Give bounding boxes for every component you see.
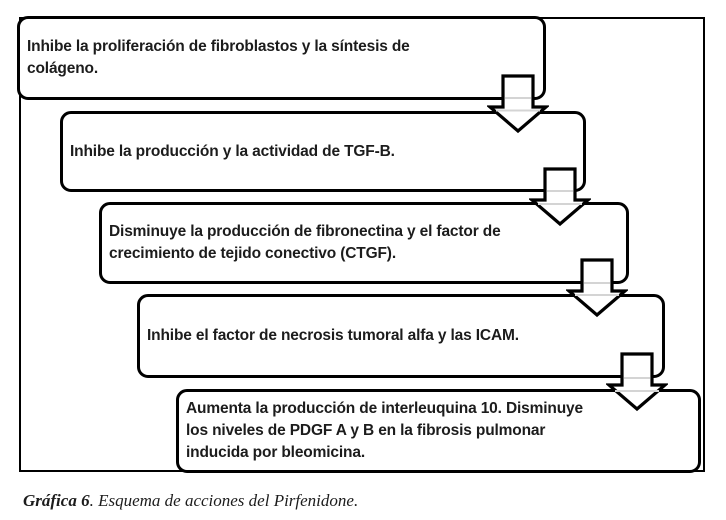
down-arrow-icon (606, 352, 668, 412)
flow-box-1-text: Inhibe la proliferación de fibroblastos … (27, 38, 410, 77)
flow-box-2: Inhibe la producción y la actividad de T… (60, 111, 586, 192)
figure-caption-text: . Esquema de acciones del Pirfenidone. (89, 491, 359, 510)
flow-box-4: Inhibe el factor de necrosis tumoral alf… (137, 294, 665, 378)
figure-caption: Gráfica 6. Esquema de acciones del Pirfe… (23, 491, 358, 511)
flow-box-2-text: Inhibe la producción y la actividad de T… (70, 142, 395, 160)
flow-box-5-text: Aumenta la producción de interleuquina 1… (186, 400, 584, 461)
down-arrow-icon (566, 258, 628, 318)
down-arrow-icon (487, 74, 549, 134)
flow-box-4-text: Inhibe el factor de necrosis tumoral alf… (147, 327, 519, 344)
flow-box-3-text: Disminuye la producción de fibronectina … (109, 223, 501, 262)
figure-caption-label: Gráfica 6 (23, 491, 90, 510)
flow-box-5: Aumenta la producción de interleuquina 1… (176, 389, 701, 473)
down-arrow-icon (529, 167, 591, 227)
flow-box-1: Inhibe la proliferación de fibroblastos … (17, 16, 546, 100)
flow-box-3: Disminuye la producción de fibronectina … (99, 202, 629, 284)
